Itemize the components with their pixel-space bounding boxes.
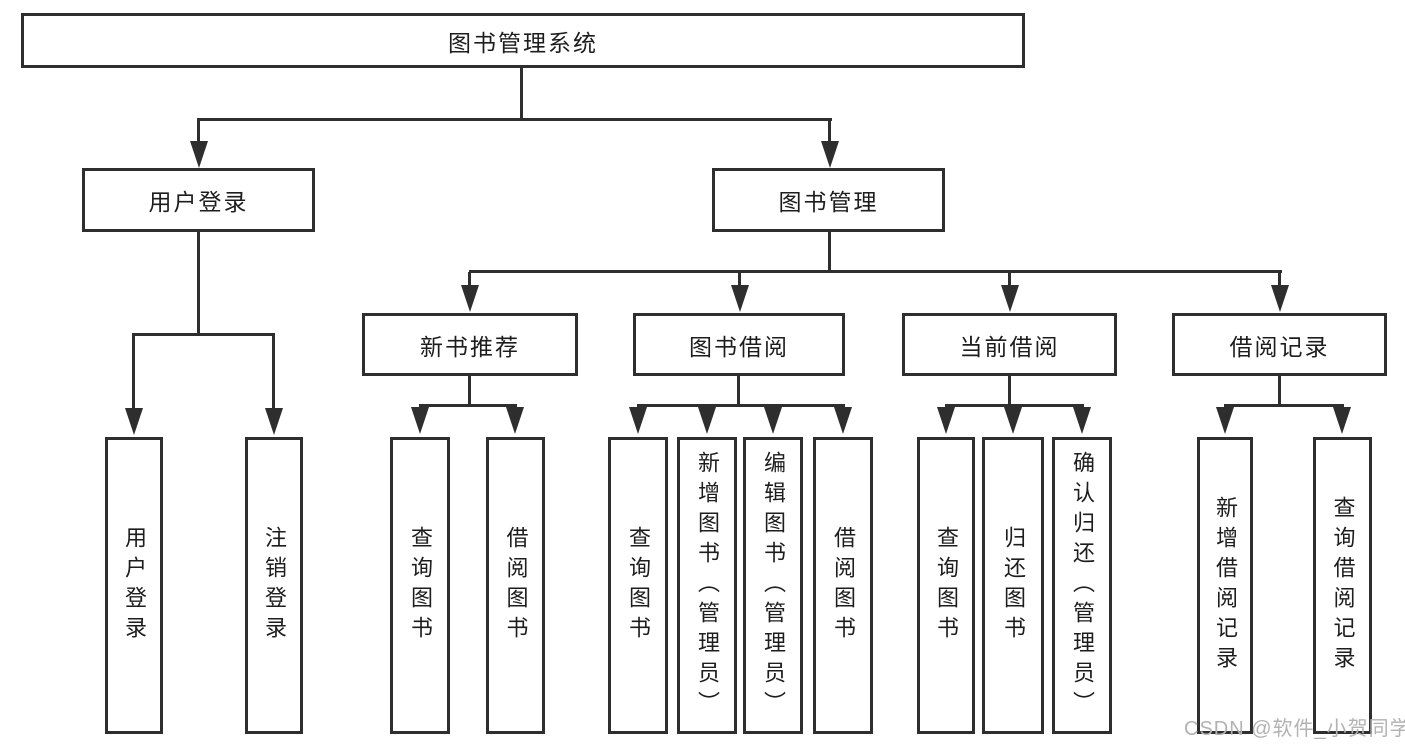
- leaf-search-book-3: 查询图书: [917, 437, 975, 734]
- connector-line: [520, 67, 523, 120]
- arrow-down-icon: [821, 141, 839, 168]
- connector-line: [1278, 376, 1281, 406]
- connector-line: [1224, 404, 1344, 407]
- arrow-down-icon: [1333, 407, 1351, 434]
- node-user-login: 用户登录: [82, 168, 315, 232]
- connector-line: [197, 120, 200, 143]
- connector-line: [1008, 376, 1011, 406]
- leaf-search-borrow-record: 查询借阅记录: [1313, 437, 1372, 734]
- arrow-down-icon: [125, 408, 143, 435]
- leaf-confirm-return-admin: 确认归还（管理员）: [1052, 437, 1112, 734]
- csdn-watermark: CSDN @软件_小贺同学: [1184, 718, 1405, 740]
- arrow-down-icon: [1073, 407, 1091, 434]
- connector-line: [468, 376, 471, 406]
- connector-line: [828, 232, 831, 272]
- leaf-borrow-book-2: 借阅图书: [813, 437, 873, 734]
- arrow-down-icon: [1216, 407, 1234, 434]
- leaf-user-login: 用户登录: [105, 437, 163, 734]
- leaf-return-book: 归还图书: [982, 437, 1044, 734]
- leaf-logout: 注销登录: [245, 437, 303, 734]
- leaf-add-book-admin: 新增图书（管理员）: [677, 437, 737, 734]
- connector-line: [132, 335, 135, 409]
- node-new-book-recommend: 新书推荐: [362, 313, 578, 376]
- arrow-down-icon: [731, 285, 749, 312]
- arrow-down-icon: [190, 141, 208, 168]
- connector-line: [945, 404, 1084, 407]
- node-root: 图书管理系统: [21, 13, 1025, 68]
- node-borrow-records: 借阅记录: [1172, 313, 1387, 376]
- connector-line: [1278, 272, 1281, 287]
- leaf-edit-book-admin: 编辑图书（管理员）: [743, 437, 803, 734]
- leaf-add-borrow-record: 新增借阅记录: [1197, 437, 1253, 734]
- connector-line: [1008, 272, 1011, 287]
- connector-line: [197, 232, 200, 335]
- connector-line: [419, 404, 517, 407]
- arrow-down-icon: [506, 407, 524, 434]
- arrow-down-icon: [698, 407, 716, 434]
- connector-line: [637, 404, 845, 407]
- leaf-search-book-2: 查询图书: [608, 437, 668, 734]
- connector-line: [272, 335, 275, 409]
- connector-line: [132, 333, 275, 336]
- arrow-down-icon: [937, 407, 955, 434]
- connector-line: [828, 120, 831, 143]
- arrow-down-icon: [461, 285, 479, 312]
- arrow-down-icon: [1271, 285, 1289, 312]
- arrow-down-icon: [1001, 285, 1019, 312]
- connector-line: [197, 118, 832, 121]
- connector-line: [737, 376, 740, 406]
- node-current-borrowing: 当前借阅: [902, 313, 1117, 376]
- node-book-management: 图书管理: [712, 168, 945, 232]
- arrow-down-icon: [764, 407, 782, 434]
- leaf-borrow-book-1: 借阅图书: [486, 437, 545, 734]
- arrow-down-icon: [265, 408, 283, 435]
- node-book-borrowing: 图书借阅: [633, 313, 845, 376]
- arrow-down-icon: [1004, 407, 1022, 434]
- arrow-down-icon: [834, 407, 852, 434]
- arrow-down-icon: [411, 407, 429, 434]
- connector-line: [469, 270, 1282, 273]
- arrow-down-icon: [629, 407, 647, 434]
- connector-line: [738, 272, 741, 287]
- connector-line: [468, 272, 471, 287]
- leaf-search-book-1: 查询图书: [390, 437, 450, 734]
